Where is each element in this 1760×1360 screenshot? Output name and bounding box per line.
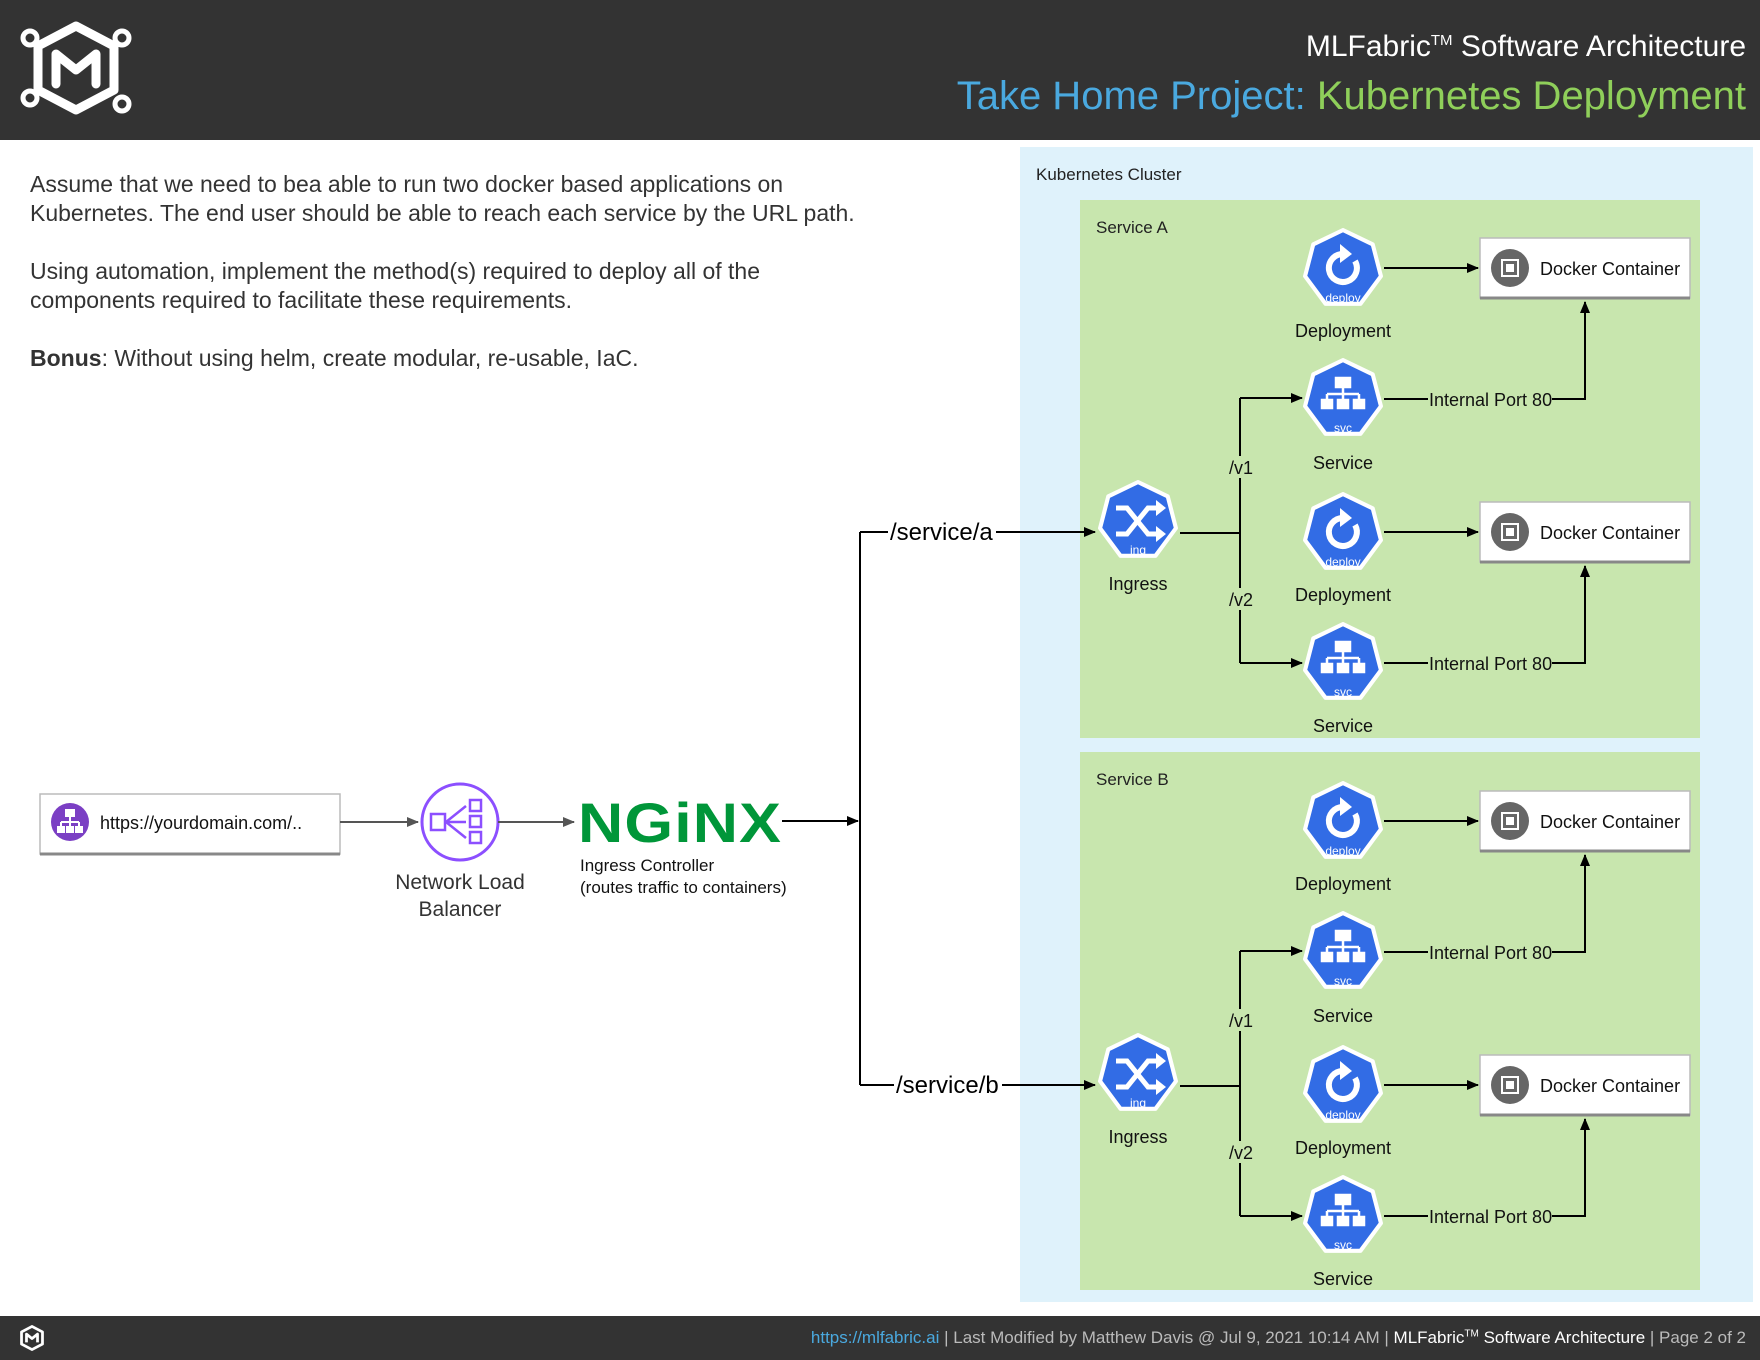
deployment-icon: deploy [1305, 1047, 1381, 1122]
route-v2: /v2 [1229, 590, 1253, 610]
svg-text:Docker Container: Docker Container [1540, 259, 1680, 279]
deployment-icon: deploy [1305, 783, 1381, 858]
ingress-label: Ingress [1108, 574, 1167, 594]
intro-text: Assume that we need to bea able to run t… [30, 170, 890, 402]
svg-text:Docker Container: Docker Container [1540, 1076, 1680, 1096]
intro-bonus: Bonus: Without using helm, create modula… [30, 345, 639, 371]
architecture-diagram: Kubernetes Cluster Service A Service B h… [39, 147, 1753, 1302]
header-title: MLFabricTM Software Architecture [1305, 30, 1746, 63]
ingress-controller-label-2: (routes traffic to containers) [580, 878, 787, 897]
service-label: Service [1313, 453, 1373, 473]
svg-text:svc: svc [1334, 1238, 1352, 1252]
service-label: Service [1313, 1006, 1373, 1026]
ingress-label: Ingress [1108, 1127, 1167, 1147]
svg-text:deploy: deploy [1325, 291, 1360, 305]
svg-text:ing: ing [1130, 1096, 1146, 1110]
internal-port-label: Internal Port 80 [1429, 390, 1552, 410]
service-a-group: ing Ingress /v1 /v2 deploy Deployment Do… [1100, 230, 1691, 736]
svg-text:svc: svc [1334, 974, 1352, 988]
internal-port-label: Internal Port 80 [1429, 943, 1552, 963]
ingress-icon: ing [1100, 482, 1176, 557]
svg-text:deploy: deploy [1325, 555, 1360, 569]
mlfabric-logo-icon [20, 1325, 44, 1351]
svg-text:Docker Container: Docker Container [1540, 523, 1680, 543]
path-service-b: /service/b [896, 1072, 999, 1099]
header-bar: MLFabricTM Software Architecture Take Ho… [0, 0, 1760, 140]
deployment-label: Deployment [1295, 874, 1391, 894]
footer-link[interactable]: https://mlfabric.ai [810, 1328, 940, 1347]
docker-container-box: Docker Container [1479, 237, 1691, 300]
deployment-icon: deploy [1305, 230, 1381, 305]
route-v1: /v1 [1229, 458, 1253, 478]
service-icon: svc [1305, 624, 1381, 699]
ingress-icon: ing [1100, 1035, 1176, 1110]
service-icon: svc [1305, 1177, 1381, 1252]
svg-text:https://yourdomain.com/..: https://yourdomain.com/.. [100, 813, 302, 833]
cluster-label: Kubernetes Cluster [1036, 165, 1182, 184]
footer-text: https://mlfabric.ai | Last Modified by M… [810, 1328, 1746, 1347]
footer-bar: https://mlfabric.ai | Last Modified by M… [0, 1316, 1760, 1360]
nlb-label-line1: Network Load [395, 871, 525, 894]
docker-container-box: Docker Container [1479, 790, 1691, 853]
network-load-balancer-icon [420, 782, 500, 862]
internal-port-label: Internal Port 80 [1429, 1207, 1552, 1227]
intro-paragraph-2: Using automation, implement the method(s… [30, 258, 761, 313]
service-icon: svc [1305, 913, 1381, 988]
service-a-label: Service A [1096, 218, 1168, 237]
svg-text:Docker Container: Docker Container [1540, 812, 1680, 832]
svg-text:svc: svc [1334, 421, 1352, 435]
ingress-controller-label-1: Ingress Controller [580, 856, 715, 875]
service-icon: svc [1305, 360, 1381, 435]
mlfabric-logo-icon [20, 21, 132, 115]
service-b-group: ing Ingress /v1 /v2 deploy Deployment Do… [1100, 783, 1691, 1289]
deployment-label: Deployment [1295, 321, 1391, 341]
nginx-logo: NGiNX [578, 791, 782, 854]
service-b-label: Service B [1096, 770, 1169, 789]
svg-text:deploy: deploy [1325, 844, 1360, 858]
deployment-label: Deployment [1295, 1138, 1391, 1158]
path-service-a: /service/a [890, 519, 993, 546]
intro-paragraph-1: Assume that we need to bea able to run t… [30, 171, 855, 226]
svg-text:svc: svc [1334, 685, 1352, 699]
nlb-label-line2: Balancer [419, 898, 502, 921]
svg-text:deploy: deploy [1325, 1108, 1360, 1122]
url-box: https://yourdomain.com/.. [39, 793, 341, 856]
deployment-label: Deployment [1295, 585, 1391, 605]
service-label: Service [1313, 1269, 1373, 1289]
docker-container-box: Docker Container [1479, 501, 1691, 564]
svg-text:ing: ing [1130, 543, 1146, 557]
internal-port-label: Internal Port 80 [1429, 654, 1552, 674]
route-v1: /v1 [1229, 1011, 1253, 1031]
service-label: Service [1313, 716, 1373, 736]
route-v2: /v2 [1229, 1143, 1253, 1163]
docker-container-box: Docker Container [1479, 1054, 1691, 1117]
deployment-icon: deploy [1305, 494, 1381, 569]
header-subtitle: Take Home Project: Kubernetes Deployment [956, 74, 1746, 118]
